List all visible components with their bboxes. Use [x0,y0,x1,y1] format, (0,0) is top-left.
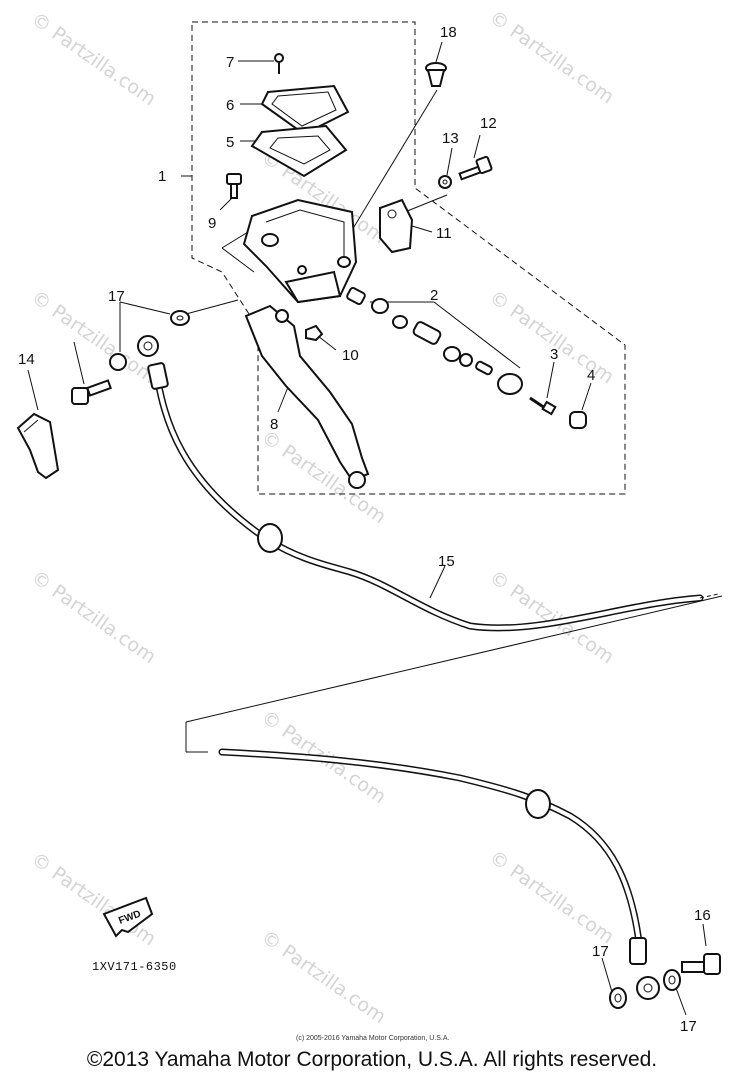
watermark: © Partzilla.com [27,8,160,110]
callout-11: 11 [436,225,452,242]
watermark: © Partzilla.com [485,846,618,948]
cover-screw [274,53,284,74]
reservoir-cover [260,84,350,136]
cap-18 [425,62,447,87]
callout-8: 8 [270,416,278,433]
callout-18: 18 [440,24,457,41]
bracket-11 [379,198,414,254]
callout-1: 1 [158,168,166,185]
callout-13: 13 [442,130,459,147]
callout-12: 12 [480,115,497,132]
watermark: © Partzilla.com [257,926,390,1028]
callout-10: 10 [342,347,359,364]
piston-kit [346,287,523,395]
callout-14: 14 [18,351,35,368]
union-bolt-16 [681,953,721,975]
boot-14 [16,412,60,480]
watermark: © Partzilla.com [27,286,160,388]
callout-2: 2 [430,287,438,304]
clutch-hose-lower [218,748,647,965]
washer-17-upper [170,310,190,326]
clutch-lever [244,304,370,489]
callout-6: 6 [226,97,234,114]
diagram-code: 1XV171-6350 [92,960,177,974]
upper-banjo [109,335,159,371]
watermark: © Partzilla.com [27,848,160,950]
washer-17-lower-right [663,969,681,991]
union-bolt-upper [71,379,112,405]
bolt-12 [458,155,493,181]
lower-banjo [636,976,660,1000]
watermark: © Partzilla.com [257,426,390,528]
callout-labels: 1 2 3 4 5 6 7 8 9 10 11 12 13 14 15 16 1… [18,24,711,1035]
callout-3: 3 [550,346,558,363]
nut-10 [305,324,324,342]
callout-5: 5 [226,134,234,151]
callout-4: 4 [587,367,595,384]
clutch-hose-upper [147,362,719,632]
footer-copyright: ©2013 Yamaha Motor Corporation, U.S.A. A… [86,1048,658,1071]
callout-7: 7 [226,54,234,71]
callout-15: 15 [438,553,455,570]
callout-16: 16 [694,907,711,924]
washer-17-lower-left [609,987,627,1009]
rubber-cap [569,411,587,429]
callout-17: 17 [680,1018,697,1035]
watermark: © Partzilla.com [485,6,618,108]
watermark: © Partzilla.com [27,566,160,668]
leader-lines [27,41,707,1016]
master-cylinder [242,198,358,304]
adjust-screw [529,396,557,416]
assembly-outline [191,21,626,495]
diaphragm [250,124,348,178]
cut-line [185,595,723,723]
small-copyright: (c) 2005-2016 Yamaha Motor Corporation, … [296,1035,449,1042]
nut-13 [438,175,452,189]
callout-9: 9 [208,215,216,232]
callout-17: 17 [108,288,125,305]
callout-17: 17 [592,943,609,960]
bolt-9 [226,173,242,199]
fwd-arrow-icon: FWD [102,896,154,938]
